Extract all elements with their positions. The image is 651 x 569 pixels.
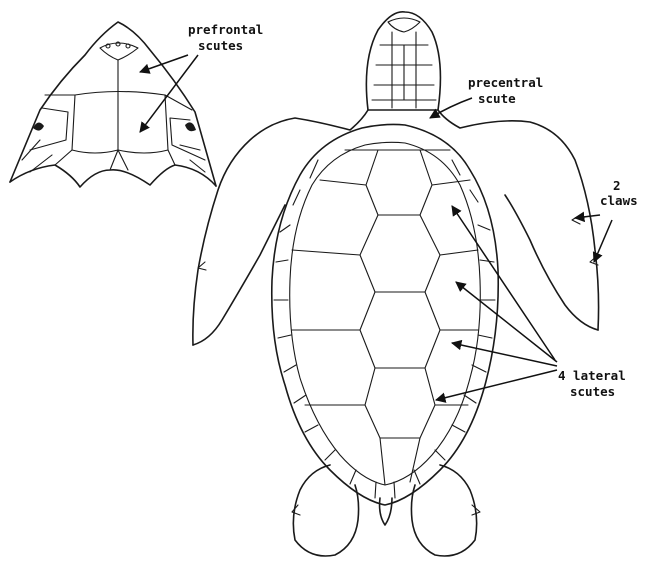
- lateral-arrow-4: [436, 370, 557, 400]
- claws-label-line2: claws: [600, 193, 638, 208]
- lateral-arrow-3: [452, 343, 557, 366]
- lateral-arrow-2: [456, 282, 557, 362]
- prefrontal-label-line1: prefrontal: [188, 22, 263, 37]
- prefrontal-label-line2: scutes: [198, 38, 243, 53]
- prefrontal-arrow-1: [140, 55, 188, 72]
- precentral-label-line1: precentral: [468, 75, 543, 90]
- lateral-label-line1: 4 lateral: [558, 368, 626, 383]
- turtle-body: [193, 12, 599, 556]
- claws-label-line1: 2: [613, 178, 621, 193]
- head-inset: [10, 22, 216, 187]
- lateral-label-line2: scutes: [570, 384, 615, 399]
- pointer-arrows: [140, 55, 612, 400]
- precentral-arrow: [430, 98, 472, 118]
- labels: prefrontal scutes precentral scute 2 cla…: [188, 22, 638, 399]
- claw-arrow-2: [594, 220, 612, 262]
- lateral-arrow-1: [452, 206, 555, 360]
- precentral-label-line2: scute: [478, 91, 516, 106]
